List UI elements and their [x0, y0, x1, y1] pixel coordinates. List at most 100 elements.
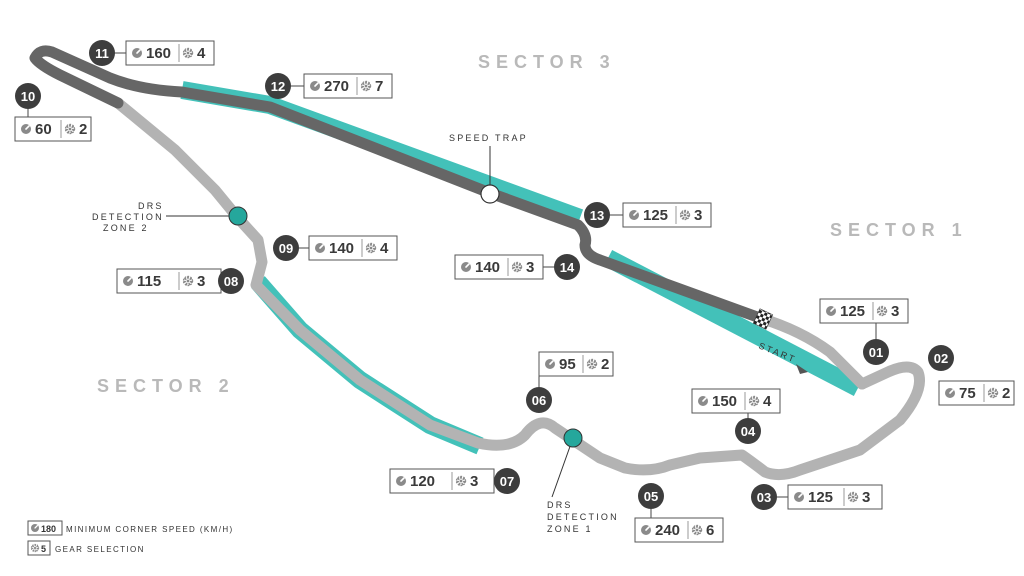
drs1-line2: DETECTION — [547, 512, 619, 522]
speed-trap-marker — [480, 184, 500, 204]
corner-speed: 75 — [959, 385, 976, 402]
legend-gear-label: GEAR SELECTION — [55, 545, 145, 554]
gauge-icon — [944, 387, 956, 399]
corner-number-badge — [863, 339, 889, 365]
gauge-icon — [309, 80, 321, 92]
legend-speed-label: MINIMUM CORNER SPEED (KM/H) — [66, 525, 234, 534]
corner-number-badge — [265, 73, 291, 99]
corner-gear: 3 — [862, 489, 870, 506]
corner-10: 60 2 10 — [14, 83, 92, 142]
corner-number-badge — [526, 387, 552, 413]
corner-gear: 4 — [763, 393, 772, 410]
legend-gear-sample: 5 — [41, 544, 46, 554]
corner-14: 140 3 14 — [454, 254, 580, 280]
gauge-icon — [697, 395, 709, 407]
corner-speed: 120 — [410, 473, 435, 490]
corner-gear: 2 — [79, 121, 87, 138]
corner-number-badge — [554, 254, 580, 280]
gauge-icon — [825, 305, 837, 317]
corner-speed: 125 — [840, 303, 865, 320]
corner-number: 04 — [741, 424, 756, 439]
corner-gear: 3 — [470, 473, 478, 490]
corner-01: 125 3 01 — [819, 298, 909, 365]
corner-13: 125 3 13 — [584, 202, 712, 228]
corner-09: 140 4 09 — [273, 235, 398, 261]
corner-number-badge — [584, 202, 610, 228]
corner-number-badge — [218, 268, 244, 294]
corner-speed: 140 — [329, 240, 354, 257]
corner-number: 07 — [500, 474, 514, 489]
checkered-flag-icon — [752, 308, 774, 330]
corner-gear: 6 — [706, 522, 714, 539]
drs1-line1: DRS — [547, 500, 573, 510]
corner-number: 09 — [279, 241, 293, 256]
corner-03: 125 3 03 — [751, 484, 883, 510]
corner-number: 14 — [560, 260, 575, 275]
corner-speed: 240 — [655, 522, 680, 539]
gauge-icon — [640, 524, 652, 536]
corner-07: 120 3 07 — [389, 468, 520, 494]
corner-speed: 150 — [712, 393, 737, 410]
corner-number: 06 — [532, 393, 546, 408]
corner-speed: 115 — [137, 273, 161, 290]
corner-number: 11 — [95, 46, 109, 61]
corner-number-badge — [89, 40, 115, 66]
corner-gear: 4 — [197, 45, 206, 62]
gauge-icon — [314, 242, 326, 254]
corner-number: 12 — [271, 79, 285, 94]
corner-number-badge — [494, 468, 520, 494]
corner-number-badge — [273, 235, 299, 261]
drs2-line3: ZONE 2 — [103, 223, 149, 233]
corner-number: 02 — [934, 351, 948, 366]
corner-number: 01 — [869, 345, 883, 360]
gauge-icon — [544, 358, 556, 370]
drs-detection-zone-1-marker — [563, 428, 583, 448]
corner-speed: 125 — [808, 489, 833, 506]
sector-2-label: SECTOR 2 — [97, 376, 235, 396]
drs2-line2: DETECTION — [92, 212, 164, 222]
corner-gear: 4 — [380, 240, 389, 257]
corner-gear: 3 — [694, 207, 702, 224]
corner-gear: 3 — [891, 303, 899, 320]
corner-12: 270 7 12 — [265, 73, 393, 99]
corner-number-badge — [735, 418, 761, 444]
gauge-icon — [20, 123, 32, 135]
corner-number: 03 — [757, 490, 771, 505]
corner-info-box — [116, 268, 222, 294]
corner-speed: 125 — [643, 207, 668, 224]
corner-speed: 60 — [35, 121, 52, 138]
corner-number-badge — [751, 484, 777, 510]
corner-number: 05 — [644, 489, 658, 504]
drs-detection-zone-2-marker — [228, 206, 248, 226]
corner-number: 10 — [21, 89, 35, 104]
gauge-icon — [460, 261, 472, 273]
gauge-icon — [122, 275, 134, 287]
corner-speed: 270 — [324, 78, 349, 95]
drs2-line1: DRS — [138, 201, 164, 211]
legend-gauge-icon — [30, 523, 40, 533]
corner-number-badge — [928, 345, 954, 371]
corner-number: 13 — [590, 208, 604, 223]
sector-3-label: SECTOR 3 — [478, 52, 616, 72]
corner-gear: 7 — [375, 78, 383, 95]
corner-number-badge — [638, 483, 664, 509]
sector-1-label: SECTOR 1 — [830, 220, 968, 240]
corner-04: 150 4 04 — [691, 388, 781, 444]
gauge-icon — [131, 47, 143, 59]
track-dark — [29, 45, 766, 324]
speed-trap-label: SPEED TRAP — [449, 133, 528, 143]
corner-gear: 3 — [526, 259, 534, 276]
legend: 180 MINIMUM CORNER SPEED (KM/H) 5 GEAR S… — [27, 520, 234, 556]
start-arrow-icon — [796, 364, 808, 374]
legend-speed-sample: 180 — [41, 524, 56, 534]
gauge-icon — [628, 209, 640, 221]
corner-speed: 140 — [475, 259, 500, 276]
drs1-line3: ZONE 1 — [547, 524, 593, 534]
corner-gear: 2 — [601, 356, 609, 373]
corner-number-badge — [15, 83, 41, 109]
